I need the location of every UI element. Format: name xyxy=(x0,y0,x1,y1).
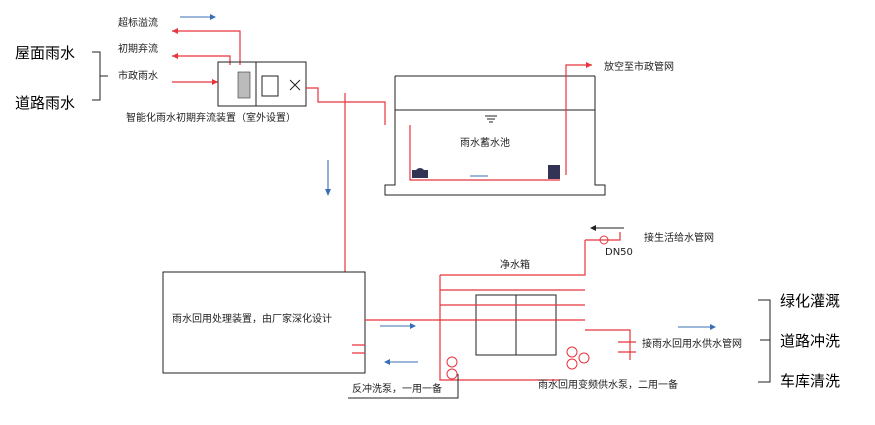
backwash-pump-2 xyxy=(446,368,458,380)
device-to-tank-pipe xyxy=(306,87,386,125)
domestic-supply-label: 接生活给水管网 xyxy=(644,231,714,244)
clean-tank-pipes xyxy=(439,240,586,381)
diversion-device: 智能化雨水初期弃流装置（室外设置） xyxy=(126,61,307,124)
first-flush-pipe xyxy=(172,55,231,65)
overflow-arrowhead xyxy=(172,28,178,34)
tank-pump-left-body xyxy=(412,170,428,178)
clean-water-tank: 净水箱 DN50 接生活给水管网 接雨水回用水供水管网 xyxy=(439,225,742,381)
vent-pipe xyxy=(565,64,592,175)
first-flush-label: 初期弃流 xyxy=(118,42,158,55)
tank-label: 雨水蓄水池 xyxy=(460,136,510,149)
diversion-device-label: 智能化雨水初期弃流装置（室外设置） xyxy=(126,111,296,124)
reuse-outlet-pipes xyxy=(585,329,636,360)
reuse-flow-arrowhead xyxy=(710,324,716,330)
tank-outline xyxy=(384,76,606,196)
uses-bracket xyxy=(758,299,771,383)
backwash-pump-1 xyxy=(446,356,458,368)
domestic-arrowhead xyxy=(590,225,596,231)
overflow-label: 超标溢流 xyxy=(118,16,158,29)
backwash-leader xyxy=(348,374,459,399)
treatment-device: 雨水回用处理装置，由厂家深化设计 xyxy=(162,271,440,374)
supply-pump-3 xyxy=(578,352,590,364)
flow-arrow-left-head xyxy=(384,359,390,365)
domestic-pipe xyxy=(585,232,621,241)
flow-arrow-down-head xyxy=(325,189,331,196)
supply-pump-label: 雨水回用变频供水泵，二用一备 xyxy=(538,378,678,391)
municipal-arrowhead xyxy=(212,79,218,85)
clean-tank-label: 净水箱 xyxy=(500,258,530,271)
valve-icon xyxy=(289,79,301,91)
tank-pump-right xyxy=(548,165,560,179)
treatment-device-label: 雨水回用处理装置，由厂家深化设计 xyxy=(172,312,332,325)
dn-label: DN50 xyxy=(605,247,633,258)
inner-chamber xyxy=(261,75,279,97)
use-road-washing: 道路冲洗 xyxy=(780,332,840,350)
storage-tank: 雨水蓄水池 放空至市政管网 xyxy=(384,60,674,196)
clean-tank-manifold xyxy=(440,289,585,321)
road-rainwater-label: 道路雨水 xyxy=(15,94,75,112)
pumps: 反冲洗泵，一用一备 雨水回用变频供水泵，二用一备 xyxy=(348,346,678,399)
use-greening: 绿化灌溉 xyxy=(780,292,840,310)
vent-label: 放空至市政管网 xyxy=(604,60,674,73)
inlet-lines: 超标溢流 初期弃流 市政雨水 xyxy=(118,14,241,85)
use-garage-cleaning: 车库清洗 xyxy=(780,372,840,390)
supply-pump-1 xyxy=(566,346,578,358)
flow-arrow-top-head xyxy=(210,14,216,20)
end-uses: 绿化灌溉 道路冲洗 车库清洗 xyxy=(758,292,840,390)
tank-inner-pipe xyxy=(409,125,560,181)
treatment-return-pipes xyxy=(352,344,365,354)
treatment-device-box xyxy=(162,271,366,374)
reuse-network-label: 接雨水回用水供水管网 xyxy=(642,337,742,350)
overflow-pipe xyxy=(172,30,241,65)
water-level-symbol xyxy=(485,115,497,123)
filter-block xyxy=(237,71,251,99)
domestic-valve-icon xyxy=(599,235,609,245)
roof-rainwater-label: 屋面雨水 xyxy=(15,44,75,62)
flow-arrow-right-head xyxy=(410,323,416,329)
diversion-device-box xyxy=(217,61,307,107)
municipal-label: 市政雨水 xyxy=(118,69,158,82)
first-flush-arrowhead xyxy=(172,53,178,59)
vent-arrowhead xyxy=(586,62,592,68)
source-bracket xyxy=(92,51,108,101)
supply-pump-2 xyxy=(566,358,578,370)
backwash-pump-label: 反冲洗泵，一用一备 xyxy=(352,382,442,395)
